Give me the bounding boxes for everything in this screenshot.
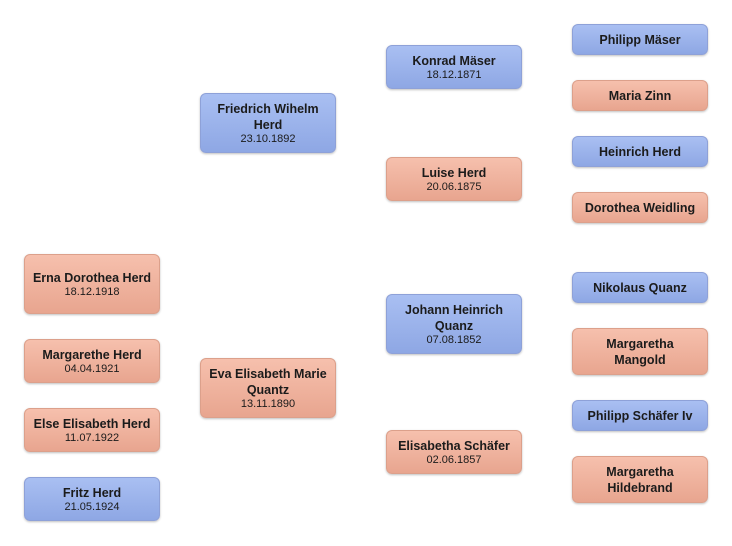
person-card-father[interactable]: Friedrich Wihelm Herd 23.10.1892 (200, 93, 336, 153)
person-name: Friedrich Wihelm Herd (217, 101, 319, 132)
person-birth-date: 02.06.1857 (426, 453, 482, 466)
person-card-grandparent[interactable]: Elisabetha Schäfer 02.06.1857 (386, 430, 522, 474)
person-name: Heinrich Herd (599, 144, 681, 159)
person-card-great-grandparent[interactable]: Margaretha Mangold (572, 328, 708, 375)
person-birth-date: 23.10.1892 (240, 132, 296, 145)
person-name: Nikolaus Quanz (593, 280, 687, 295)
person-name: Johann Heinrich Quanz (405, 302, 503, 333)
person-name: Margaretha Hildebrand (606, 464, 674, 495)
person-card-mother[interactable]: Eva Elisabeth Marie Quantz 13.11.1890 (200, 358, 336, 418)
person-card-great-grandparent[interactable]: Maria Zinn (572, 80, 708, 111)
person-name: Dorothea Weidling (584, 200, 696, 215)
person-name: Luise Herd (421, 165, 487, 180)
person-card-grandparent[interactable]: Konrad Mäser 18.12.1871 (386, 45, 522, 89)
person-name: Fritz Herd (62, 485, 122, 500)
person-name: Erna Dorothea Herd (32, 270, 152, 285)
person-card-great-grandparent[interactable]: Philipp Schäfer Iv (572, 400, 708, 431)
person-card-grandparent[interactable]: Luise Herd 20.06.1875 (386, 157, 522, 201)
person-birth-date: 04.04.1921 (64, 362, 120, 375)
person-name: Margaretha Mangold (606, 336, 674, 367)
person-birth-date: 07.08.1852 (426, 333, 482, 346)
person-birth-date: 18.12.1918 (64, 285, 120, 298)
person-card-great-grandparent[interactable]: Philipp Mäser (572, 24, 708, 55)
person-card-great-grandparent[interactable]: Margaretha Hildebrand (572, 456, 708, 503)
person-birth-date: 20.06.1875 (426, 180, 482, 193)
person-name: Maria Zinn (608, 88, 672, 103)
person-name: Else Elisabeth Herd (33, 416, 151, 431)
person-card-child[interactable]: Else Elisabeth Herd 11.07.1922 (24, 408, 160, 452)
person-name: Konrad Mäser (412, 53, 496, 68)
person-card-child[interactable]: Margarethe Herd 04.04.1921 (24, 339, 160, 383)
person-birth-date: 18.12.1871 (426, 68, 482, 81)
person-name: Eva Elisabeth Marie Quantz (209, 366, 327, 397)
person-name: Margarethe Herd (42, 347, 142, 362)
person-card-great-grandparent[interactable]: Heinrich Herd (572, 136, 708, 167)
person-card-great-grandparent[interactable]: Dorothea Weidling (572, 192, 708, 223)
person-name: Philipp Mäser (599, 32, 681, 47)
person-name: Philipp Schäfer Iv (587, 408, 693, 423)
person-card-child[interactable]: Fritz Herd 21.05.1924 (24, 477, 160, 521)
person-card-great-grandparent[interactable]: Nikolaus Quanz (572, 272, 708, 303)
person-birth-date: 11.07.1922 (64, 431, 120, 444)
person-birth-date: 13.11.1890 (240, 397, 296, 410)
person-name: Elisabetha Schäfer (398, 438, 510, 453)
person-card-grandparent[interactable]: Johann Heinrich Quanz 07.08.1852 (386, 294, 522, 354)
person-birth-date: 21.05.1924 (64, 500, 120, 513)
person-card-child[interactable]: Erna Dorothea Herd 18.12.1918 (24, 254, 160, 314)
